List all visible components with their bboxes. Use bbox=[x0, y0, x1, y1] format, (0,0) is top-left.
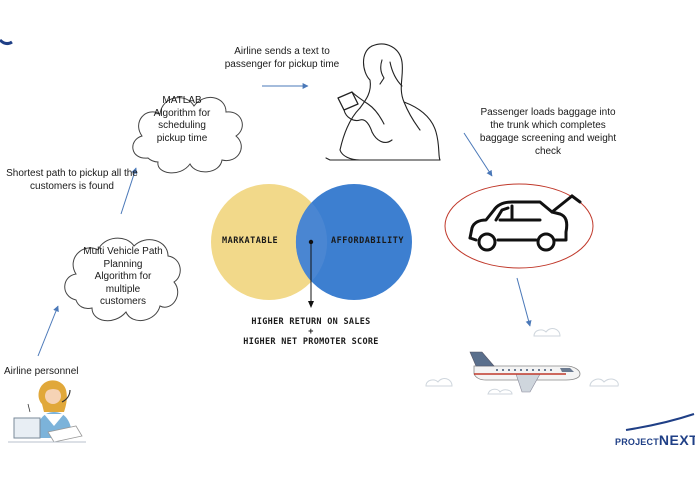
venn-left-label: MARKATABLE bbox=[222, 236, 279, 246]
cloud-icon bbox=[425, 328, 619, 395]
airplane-icon bbox=[469, 351, 581, 393]
logo-suffix: NEXT bbox=[658, 432, 695, 448]
label-matlab: MATLAB Algorithm for scheduling pickup t… bbox=[153, 95, 211, 144]
result-line1: HIGHER RETURN ON SALES bbox=[251, 317, 371, 327]
label-airline-personnel: Airline personnel bbox=[4, 366, 79, 377]
label-multi-vehicle: Multi Vehicle Path Planning Algorithm fo… bbox=[83, 246, 163, 307]
airline-personnel-icon bbox=[8, 380, 86, 443]
venn-pointer-head bbox=[308, 301, 314, 308]
label-airline-text: Airline sends a text to passenger for pi… bbox=[224, 46, 340, 70]
cloud-icon bbox=[64, 237, 181, 322]
venn-right-label: AFFORDABILITY bbox=[331, 236, 405, 246]
label-passenger-baggage: Passenger loads baggage into the trunk w… bbox=[479, 107, 617, 157]
label-shortest-path: Shortest path to pickup all the customer… bbox=[6, 168, 138, 192]
arrow bbox=[120, 167, 138, 215]
result-plus: + bbox=[308, 327, 314, 337]
cloud-icon bbox=[132, 97, 243, 174]
arrow bbox=[37, 305, 59, 357]
venn-circle-left bbox=[211, 184, 327, 300]
venn-circle-right bbox=[296, 184, 412, 300]
result-line2: HIGHER NET PROMOTER SCORE bbox=[243, 337, 379, 347]
corner-mark bbox=[0, 38, 13, 46]
venn-diagram bbox=[211, 184, 412, 308]
car-trunk-icon bbox=[444, 183, 594, 269]
arrow bbox=[463, 132, 493, 177]
woman-phone-icon bbox=[325, 43, 441, 161]
logo-swoosh bbox=[625, 413, 695, 431]
arrow bbox=[516, 277, 532, 327]
logo: PROJECTNEXT bbox=[615, 432, 695, 450]
logo-prefix: PROJECT bbox=[615, 437, 659, 447]
